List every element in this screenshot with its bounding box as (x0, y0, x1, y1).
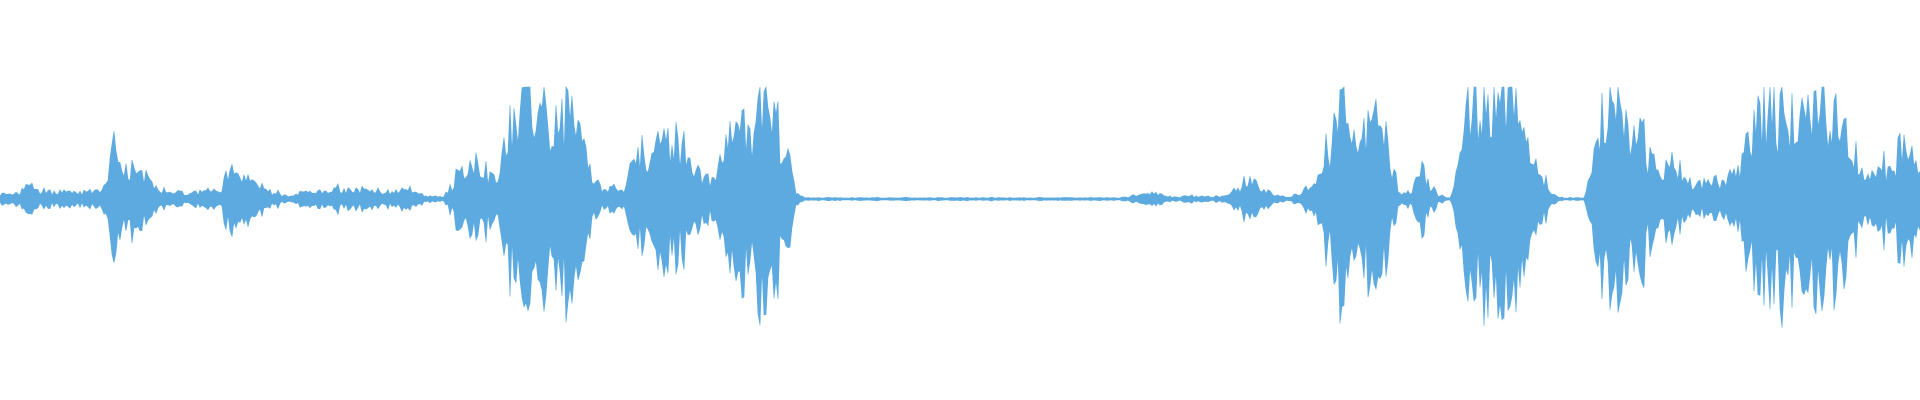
waveform-shape (0, 85, 1920, 328)
